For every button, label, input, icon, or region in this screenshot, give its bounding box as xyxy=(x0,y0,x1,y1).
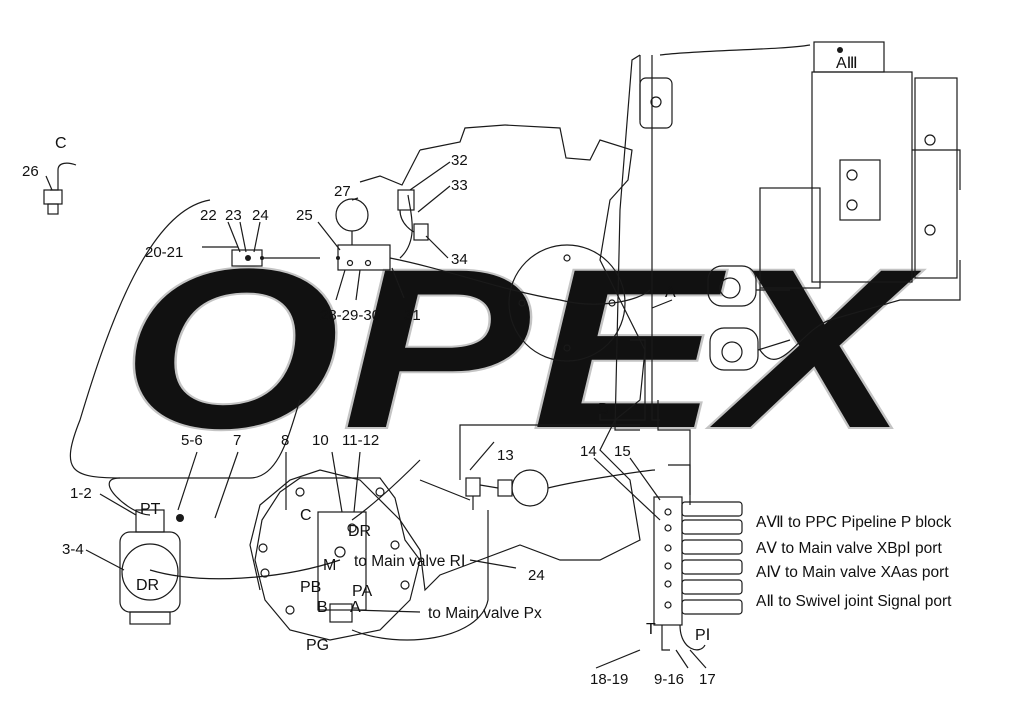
part-number-27: 27 xyxy=(334,183,351,200)
cylinder-upper xyxy=(707,265,757,307)
label-a-motor: A xyxy=(350,599,361,616)
part-number-1-2: 1-2 xyxy=(70,485,92,502)
swing-disc xyxy=(508,244,626,362)
part-numbers: 26 22 23 24 20-21 25 27 32 33 34 28-29-3… xyxy=(22,152,716,688)
part-number-9-16: 9-16 xyxy=(654,671,684,688)
part-number-20-21: 20-21 xyxy=(145,244,183,261)
part-number-25: 25 xyxy=(296,207,313,224)
note-a2-swivel: AⅡ to Swivel joint Signal port xyxy=(756,593,952,610)
part-number-24: 24 xyxy=(252,207,269,224)
part-number-15: 15 xyxy=(614,443,631,460)
hose-ppc xyxy=(651,55,660,421)
label-a3: AⅢ xyxy=(836,55,858,72)
motor-flange xyxy=(254,477,421,641)
label-t: T xyxy=(646,621,656,638)
label-c-motor: C xyxy=(300,507,312,524)
port-labels: C PT DR C DR M PB PA B A PG T PⅠ AⅢ A B xyxy=(55,55,858,654)
part-number-18-19: 18-19 xyxy=(590,671,628,688)
note-a5-xbp: AⅤ to Main valve XBpⅠ port xyxy=(756,540,942,557)
part-number-7: 7 xyxy=(233,432,241,449)
label-view-b: B xyxy=(598,401,609,418)
label-c-detail: C xyxy=(55,135,67,152)
hose-main-loop xyxy=(69,199,301,479)
note-a7-ppc: AⅦ to PPC Pipeline P block xyxy=(756,514,952,531)
linework xyxy=(43,41,961,669)
main-valve xyxy=(811,71,913,283)
connection-notes: to Main valve RⅠ to Main valve Px AⅦ to … xyxy=(354,514,952,622)
distribution-block xyxy=(653,496,683,626)
cylinder-lower xyxy=(709,327,759,371)
block-fittings xyxy=(681,501,743,615)
part-number-3-4: 3-4 xyxy=(62,541,84,558)
label-p1: PⅠ xyxy=(695,627,710,644)
label-m: M xyxy=(323,557,336,574)
gear-tooth-left xyxy=(419,124,506,151)
part-number-5-6: 5-6 xyxy=(181,432,203,449)
label-dr-pump: DR xyxy=(136,577,159,594)
part-number-17: 17 xyxy=(699,671,716,688)
label-b-motor: B xyxy=(317,599,328,616)
note-main-valve-r1: to Main valve RⅠ xyxy=(354,553,465,570)
fitting-c-detail xyxy=(50,162,77,191)
note-a4-xaas: AⅣ to Main valve XAas port xyxy=(756,564,949,581)
label-pg: PG xyxy=(306,637,329,654)
gear-tooth-left-2 xyxy=(359,149,421,186)
part-number-14: 14 xyxy=(580,443,597,460)
part-number-24-lower: 24 xyxy=(528,567,545,584)
part-number-8: 8 xyxy=(281,432,289,449)
part-number-10: 10 xyxy=(312,432,329,449)
label-pb: PB xyxy=(300,579,321,596)
part-number-13: 13 xyxy=(497,447,514,464)
part-number-32: 32 xyxy=(451,152,468,169)
label-pa: PA xyxy=(352,583,372,600)
part-number-11-12: 11-12 xyxy=(342,432,379,449)
part-number-28-29-30: 28-29-30 xyxy=(320,307,380,324)
frame-line xyxy=(614,54,641,431)
part-number-34: 34 xyxy=(451,251,468,268)
note-main-valve-px: to Main valve Px xyxy=(428,605,542,622)
watermark-text: OPEX xyxy=(120,220,924,477)
fitting-dots xyxy=(176,47,843,522)
label-dr-motor: DR xyxy=(348,523,371,540)
part-number-26: 26 xyxy=(22,163,39,180)
part-number-23: 23 xyxy=(225,207,242,224)
part-number-22: 22 xyxy=(200,207,217,224)
label-view-a: A xyxy=(665,284,676,301)
part-number-33: 33 xyxy=(451,177,468,194)
label-pt: PT xyxy=(140,501,161,518)
part-number-31: 31 xyxy=(404,307,421,324)
